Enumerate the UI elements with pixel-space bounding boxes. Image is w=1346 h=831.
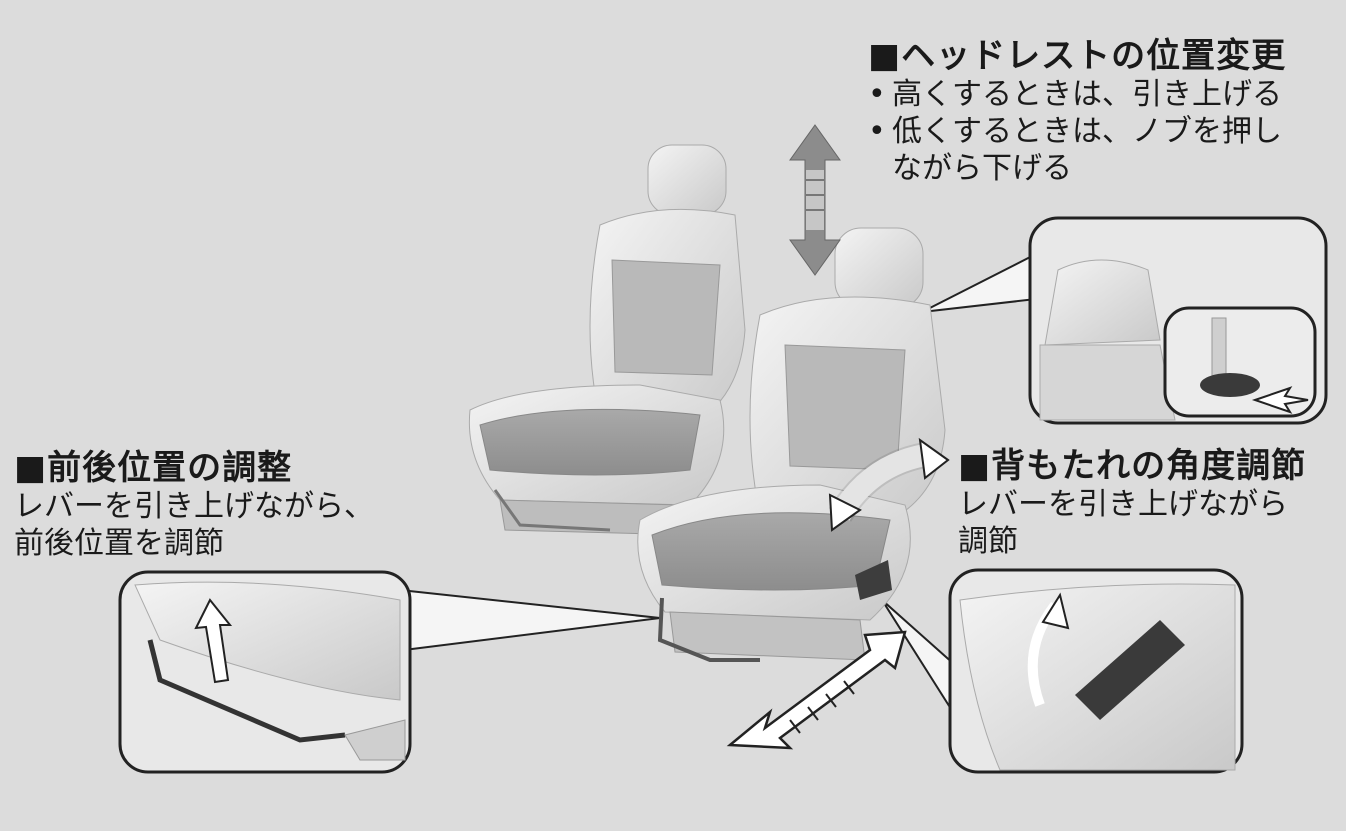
headrest-item-raise: 高くするときは、引き上げる: [868, 76, 1286, 113]
recline-line-1: レバーを引き上げながら: [958, 487, 1288, 522]
headrest-item-lower-cont: ながら下げる: [892, 151, 1072, 186]
fore-aft-line-1: レバーを引き上げながら、: [14, 489, 374, 524]
fore-aft-arrow: [726, 630, 907, 750]
front-seat: [637, 227, 946, 662]
recline-lever-callout: [948, 568, 1244, 774]
fore-aft-line-2: 前後位置を調節: [14, 526, 224, 561]
fore-aft-instructions: ■前後位置の調整 レバーを引き上げながら、 前後位置を調節: [14, 448, 374, 562]
recline-instructions: ■背もたれの角度調節 レバーを引き上げながら 調節: [958, 446, 1306, 560]
headrest-instructions: ■ヘッドレストの位置変更 高くするときは、引き上げる 低くするときは、ノブを押し…: [868, 36, 1286, 187]
headrest-callout-pointer: [921, 250, 1047, 313]
fore-aft-callout-pointer: [398, 588, 661, 652]
fore-aft-title: ■前後位置の調整: [14, 448, 293, 488]
headrest-item-lower: 低くするときは、ノブを押し: [868, 113, 1286, 150]
headrest-title: ■ヘッドレストの位置変更: [868, 36, 1287, 76]
headrest-knob-callout: [1028, 216, 1328, 425]
rear-seat: [468, 144, 746, 536]
recline-line-2: 調節: [958, 524, 1018, 559]
recline-arrow: [828, 437, 950, 532]
recline-title: ■背もたれの角度調節: [958, 446, 1307, 486]
headrest-up-down-arrow: [789, 124, 841, 276]
fore-aft-lever-callout: [118, 570, 412, 774]
